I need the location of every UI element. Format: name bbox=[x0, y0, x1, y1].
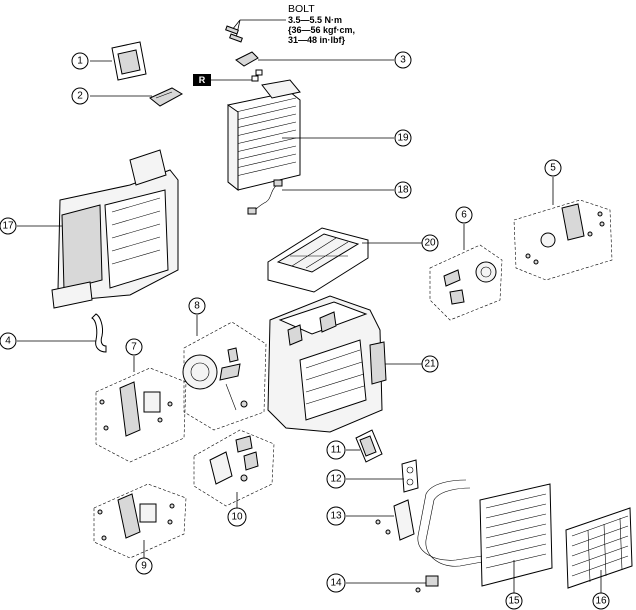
actuator-group-7 bbox=[95, 356, 187, 463]
callout-11: 11 bbox=[326, 440, 346, 460]
callout-7-label: 7 bbox=[131, 342, 137, 353]
callout-20: 20 bbox=[421, 234, 439, 252]
callout-5: 5 bbox=[544, 159, 562, 177]
callout-15-label: 15 bbox=[508, 596, 520, 607]
callout-4: 4 bbox=[0, 332, 17, 350]
grommet-part-12 bbox=[346, 459, 419, 493]
air-filter-frame-20 bbox=[267, 227, 422, 293]
callout-9: 9 bbox=[135, 557, 153, 575]
callout-19-label: 19 bbox=[397, 133, 409, 144]
linkage-group-6 bbox=[429, 224, 503, 321]
callout-21-label: 21 bbox=[424, 359, 436, 370]
callout-5-label: 5 bbox=[550, 163, 556, 174]
actuator-group-9 bbox=[93, 483, 187, 559]
link-group-10 bbox=[193, 429, 275, 508]
callout-3: 3 bbox=[394, 51, 412, 69]
callout-13: 13 bbox=[326, 506, 346, 526]
callout-17: 17 bbox=[0, 217, 17, 235]
callout-13-label: 13 bbox=[330, 511, 342, 522]
callout-15: 15 bbox=[505, 592, 523, 610]
callout-9-label: 9 bbox=[141, 561, 147, 572]
callout-10: 10 bbox=[227, 507, 247, 527]
callout-4-label: 4 bbox=[5, 336, 11, 347]
bolt-note-line2: {36—56 kgf·cm, bbox=[288, 25, 355, 35]
heater-unit-case-21 bbox=[267, 295, 422, 433]
bolt-torque-note: BOLT 3.5—5.5 N·m {36—56 kgf·cm, 31—48 in… bbox=[231, 3, 355, 45]
callout-18: 18 bbox=[394, 181, 412, 199]
clip-part-14 bbox=[346, 575, 439, 593]
drain-hose-part-4 bbox=[17, 313, 107, 353]
bracket-part-13 bbox=[346, 499, 415, 541]
callout-1: 1 bbox=[71, 52, 89, 70]
callout-6: 6 bbox=[455, 206, 473, 224]
evaporator-part bbox=[227, 79, 394, 192]
callout-20-label: 20 bbox=[424, 238, 436, 249]
evaporator-sensor-part bbox=[247, 179, 394, 215]
callout-7: 7 bbox=[125, 338, 143, 356]
bolt-pair bbox=[225, 25, 243, 43]
callout-12-label: 12 bbox=[330, 474, 342, 485]
callout-2: 2 bbox=[71, 87, 89, 105]
callout-16: 16 bbox=[592, 592, 610, 610]
replace-badge: R bbox=[193, 69, 263, 86]
bolt-note-title: BOLT bbox=[288, 3, 315, 15]
bolt-note-line3: 31—48 in·lbf} bbox=[288, 35, 346, 45]
callout-14: 14 bbox=[326, 573, 346, 593]
callout-19: 19 bbox=[394, 129, 412, 147]
callout-6-label: 6 bbox=[461, 210, 467, 221]
callout-3-label: 3 bbox=[400, 55, 406, 66]
callout-10-label: 10 bbox=[231, 512, 243, 523]
replace-badge-label: R bbox=[199, 75, 206, 85]
actuator-group-5 bbox=[513, 177, 613, 281]
case-part-17 bbox=[17, 149, 179, 309]
callout-1-label: 1 bbox=[77, 56, 83, 67]
callout-21: 21 bbox=[421, 355, 439, 373]
callout-8: 8 bbox=[188, 297, 206, 315]
callout-11-label: 11 bbox=[331, 445, 342, 456]
callout-2-label: 2 bbox=[77, 91, 83, 102]
packing-part-2 bbox=[90, 87, 184, 107]
callout-17-label: 17 bbox=[2, 221, 14, 232]
mode-gear-group-8 bbox=[182, 315, 267, 431]
seal-part-11 bbox=[346, 429, 383, 463]
callout-18-label: 18 bbox=[397, 185, 409, 196]
air-filter-part-16 bbox=[565, 507, 633, 594]
callout-8-label: 8 bbox=[194, 301, 200, 312]
callout-14-label: 14 bbox=[330, 578, 342, 589]
seal-part-1 bbox=[90, 41, 147, 81]
expansion-valve-part bbox=[235, 51, 394, 67]
bolt-note-line1: 3.5—5.5 N·m bbox=[288, 15, 342, 25]
callout-12: 12 bbox=[326, 469, 346, 489]
heater-core-part-15 bbox=[417, 479, 553, 594]
callout-16-label: 16 bbox=[595, 596, 607, 607]
